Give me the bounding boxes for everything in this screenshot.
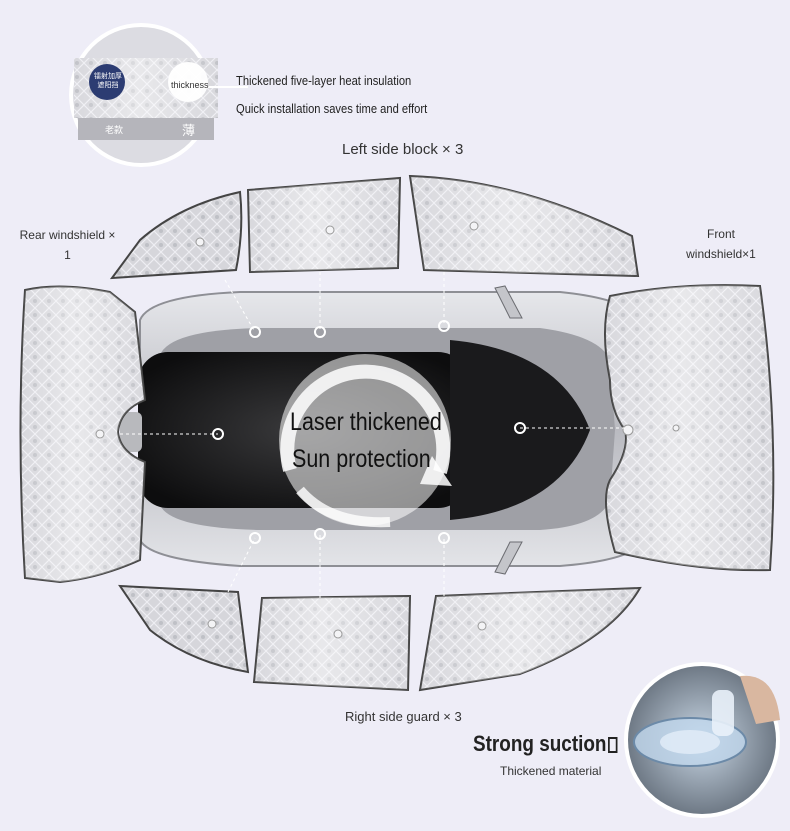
rear-windshield-label-line2: 1 (64, 248, 71, 262)
thickness-magnifier-icon (168, 62, 208, 102)
sticker-text: 镭射加厚 遮阳挡 (94, 73, 122, 89)
front-windshield-label-line1: Front (706, 227, 735, 241)
right-side-shade-rear (118, 584, 250, 674)
rear-windshield-shade (19, 285, 147, 584)
left-side-shade-rear (109, 190, 243, 280)
right-side-shade-front (418, 586, 642, 692)
center-title-line2: Sun protection (292, 445, 431, 473)
right-side-guard-label: Right side guard × 3 (345, 709, 462, 724)
thin-label: 薄 (182, 123, 196, 138)
rear-windshield-label-line1: Rear windshield × (19, 228, 116, 242)
unknown-glyph-icon (608, 737, 618, 754)
front-windshield-shade (604, 284, 775, 572)
front-windshield-label: Front windshield×1 (672, 224, 770, 264)
suction-title: Strong suction (473, 731, 618, 757)
thickness-label: thickness (171, 80, 209, 90)
left-side-block-label: Left side block × 3 (342, 141, 464, 158)
center-title-line1: Laser thickened (290, 408, 442, 436)
suction-subtitle: Thickened material (500, 764, 602, 778)
rear-windshield-label: Rear windshield × 1 (10, 225, 125, 265)
feature-quick-installation: Quick installation saves time and effort (236, 101, 428, 116)
suction-cup-photo (624, 662, 780, 818)
sticker-icon (89, 64, 125, 100)
windshield-glass (450, 340, 590, 520)
thickness-comparison-photo (69, 23, 248, 167)
left-mirror (494, 285, 523, 319)
circular-arrow-emblem (279, 354, 452, 528)
right-side-shade-middle (252, 594, 412, 692)
front-windshield-label-line2: windshield×1 (686, 247, 756, 261)
left-side-shade-middle (246, 176, 402, 274)
leader-lines (120, 272, 628, 598)
old-model-label: 老款 (105, 125, 124, 135)
right-mirror (494, 541, 523, 575)
left-side-shade-front (408, 174, 640, 278)
marker-points (212, 320, 526, 544)
suction-title-text: Strong suction (473, 731, 607, 756)
feature-heat-insulation: Thickened five-layer heat insulation (236, 73, 412, 88)
